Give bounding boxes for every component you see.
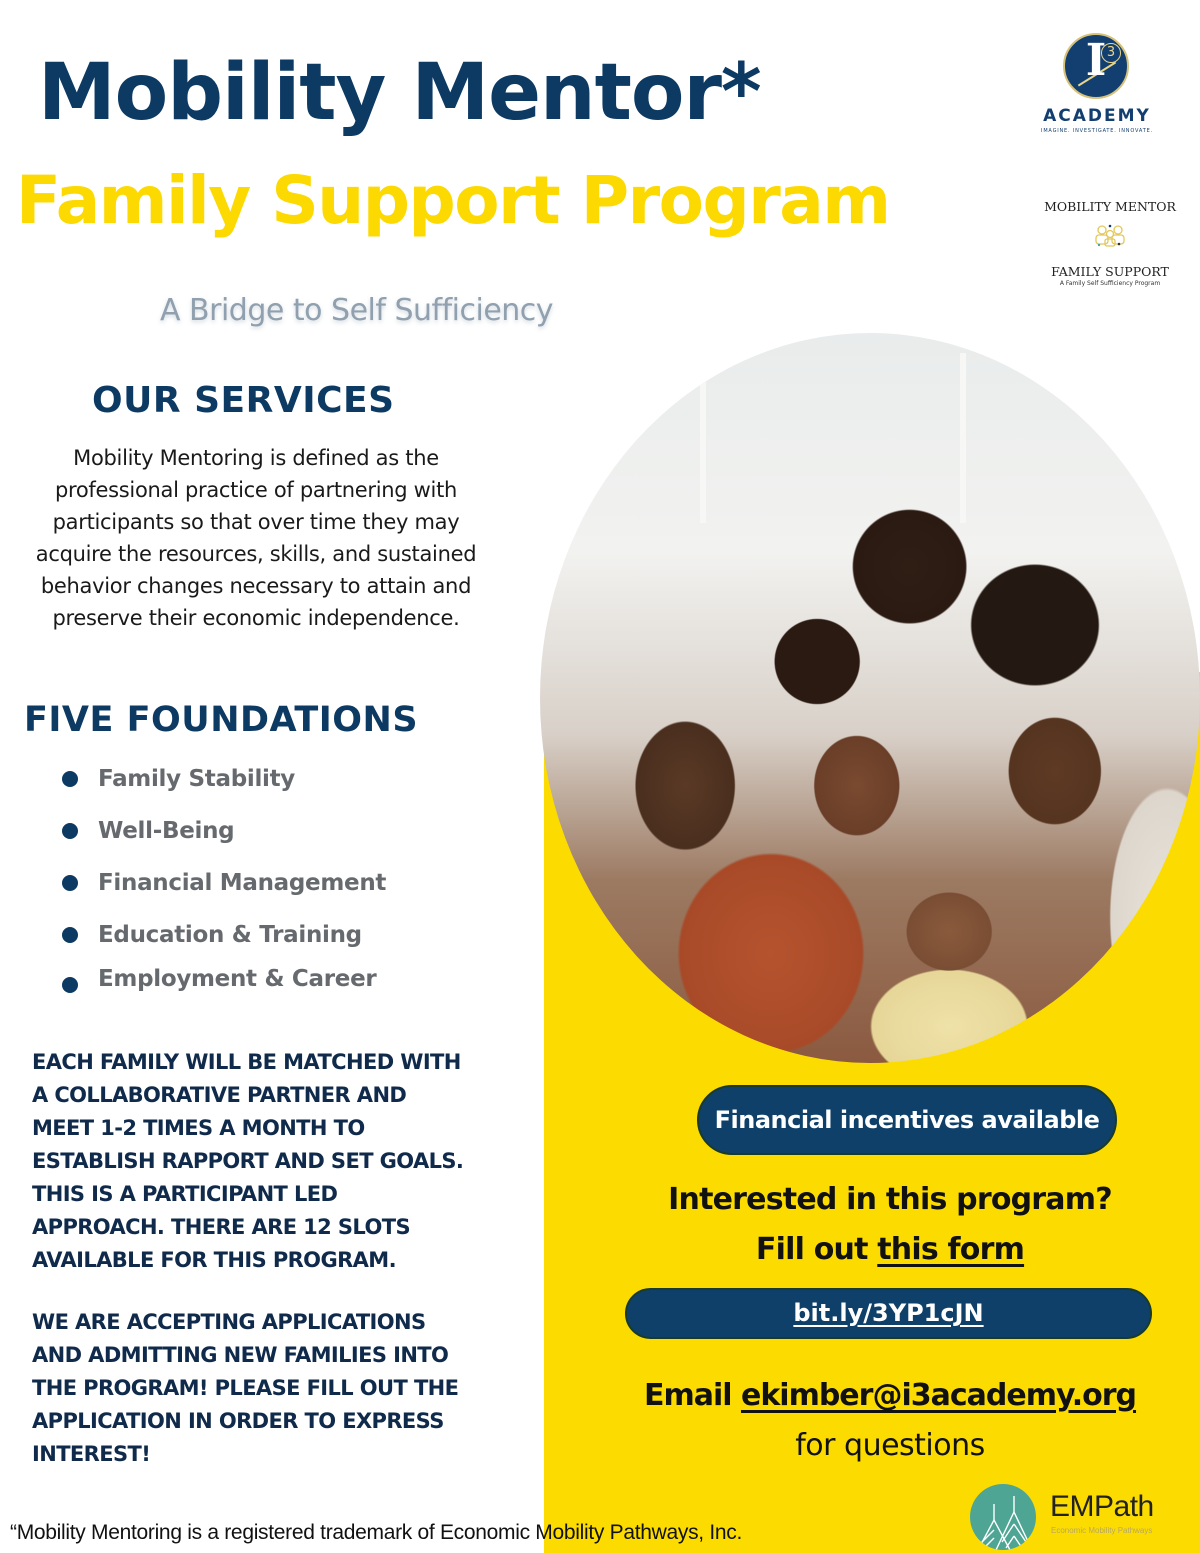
short-link-button[interactable]: bit.ly/3YP1cJN <box>625 1288 1152 1339</box>
financial-incentives-badge: Financial incentives available <box>697 1085 1117 1155</box>
fill-out-form-line: Fill out this form <box>600 1232 1180 1267</box>
questions-text: for questions <box>795 1428 985 1463</box>
bullet-icon <box>62 771 78 787</box>
family-photo-image <box>540 333 1200 1063</box>
i3-superscript: 3 <box>1101 43 1121 63</box>
foundation-item: Well-Being <box>60 816 235 846</box>
matching-description: EACH FAMILY WILL BE MATCHED WITH A COLLA… <box>32 1050 464 1272</box>
empath-name: EMPath <box>1050 1490 1154 1523</box>
foundation-item: Employment & Career <box>60 964 377 994</box>
mm-logo-line2: FAMILY SUPPORT <box>1051 264 1169 279</box>
email-line: Email ekimber@i3academy.org <box>600 1378 1180 1413</box>
foundation-label: Financial Management <box>98 870 387 896</box>
fill-out-prefix: Fill out <box>755 1232 878 1267</box>
foundation-item: Financial Management <box>60 868 386 898</box>
empath-logo: EMPath Economic Mobility Pathways <box>968 1482 1188 1550</box>
window-frame-decor <box>960 353 966 523</box>
bullet-icon <box>62 823 78 839</box>
foundations-heading: FIVE FOUNDATIONS <box>24 700 419 740</box>
form-link[interactable]: this form <box>877 1232 1025 1267</box>
email-link[interactable]: ekimber@i3academy.org <box>740 1378 1137 1413</box>
window-frame-decor <box>700 353 706 523</box>
tagline: A Bridge to Self Sufficiency <box>160 293 554 328</box>
page-title: Mobility Mentor* <box>38 48 762 138</box>
mobility-mentor-logo: MOBILITY MENTOR FAMILY SUPPORT A Family … <box>1040 200 1180 295</box>
i3-academy-logo: I 3 ACADEMY IMAGINE. INVESTIGATE. INNOVA… <box>1030 30 1170 140</box>
i3-academy-tagline: IMAGINE. INVESTIGATE. INNOVATE. <box>1041 128 1153 134</box>
foundation-label: Well-Being <box>98 818 235 844</box>
tree-mountain-icon <box>970 1484 1036 1550</box>
accepting-applications-notice: WE ARE ACCEPTING APPLICATIONS AND ADMITT… <box>32 1310 459 1466</box>
family-photo <box>540 333 1200 1063</box>
short-link-text[interactable]: bit.ly/3YP1cJN <box>793 1299 984 1327</box>
mm-logo-line1: MOBILITY MENTOR <box>1044 199 1176 214</box>
interest-question: Interested in this program? <box>668 1182 1112 1217</box>
bullet-icon <box>62 927 78 943</box>
mm-logo-line3: A Family Self Sufficiency Program <box>1059 280 1161 287</box>
foundation-item: Family Stability <box>60 764 295 794</box>
i3-emblem-icon: I 3 <box>1063 33 1129 99</box>
foundation-label: Employment & Career <box>98 966 377 992</box>
trademark-footnote: “Mobility Mentoring is a registered trad… <box>10 1521 742 1544</box>
i3-academy-name: ACADEMY <box>1043 106 1151 126</box>
bullet-icon <box>62 875 78 891</box>
bullet-icon <box>62 977 78 993</box>
foundation-label: Education & Training <box>98 922 362 948</box>
services-description: Mobility Mentoring is defined as the pro… <box>35 446 477 630</box>
foundation-item: Education & Training <box>60 920 362 950</box>
foundation-label: Family Stability <box>98 766 296 792</box>
empath-subtitle: Economic Mobility Pathways <box>1051 1526 1153 1535</box>
services-heading: OUR SERVICES <box>92 380 395 421</box>
page-subtitle: Family Support Program <box>16 162 891 239</box>
email-prefix: Email <box>643 1378 741 1413</box>
family-group-icon <box>1093 224 1127 248</box>
